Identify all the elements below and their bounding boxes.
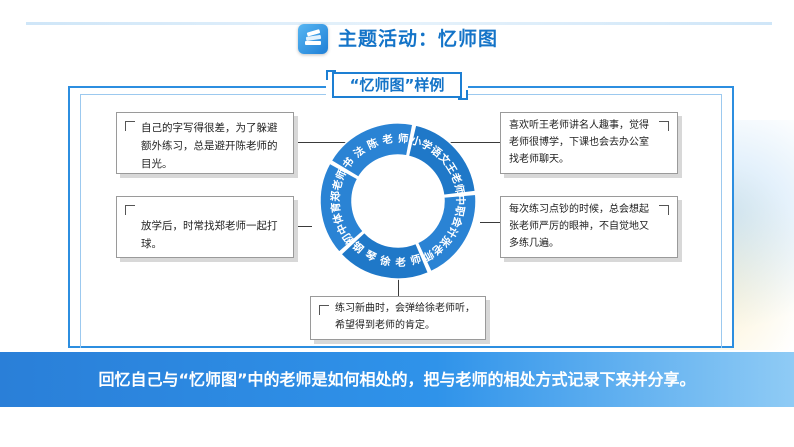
bottom-banner	[0, 352, 794, 407]
book-stack-icon	[298, 24, 328, 54]
svg-text:中: 中	[454, 195, 467, 206]
svg-text:师: 师	[452, 183, 467, 196]
note-accounting-teacher: 每次练习点钞的时候，总会想起张老师严厉的眼神，不自觉地又多练几遍。	[500, 196, 678, 258]
svg-text:琴: 琴	[362, 248, 378, 264]
svg-text:会: 会	[449, 215, 465, 230]
ring-segment	[319, 162, 365, 254]
sample-tab: “忆师图”样例	[326, 70, 468, 100]
sample-label: “忆师图”样例	[349, 76, 445, 94]
note-piano-teacher: 练习新曲时，会弹给徐老师听，希望得到老师的肯定。	[310, 296, 486, 340]
svg-text:育: 育	[329, 201, 343, 213]
svg-text:老: 老	[448, 170, 464, 186]
note-chinese-teacher: 喜欢听王老师讲名人趣事，觉得老师很博学，下课也会去办公室找老师聊天。	[500, 112, 678, 174]
svg-text:老: 老	[394, 256, 407, 269]
bottom-banner-text: 回忆自己与“忆师图”中的老师是如何相处的，把与老师的相处方式记录下来并分享。	[98, 370, 696, 389]
svg-text:中: 中	[334, 221, 350, 236]
ring-segment-label: 钢琴徐老师	[350, 239, 423, 269]
svg-text:师: 师	[397, 132, 409, 146]
connector-line	[450, 142, 500, 143]
connector-line	[294, 226, 312, 227]
connector-line	[398, 276, 399, 296]
svg-text:徐: 徐	[378, 253, 392, 268]
svg-text:小: 小	[408, 133, 423, 149]
ring-segment	[339, 231, 430, 280]
svg-text:职: 职	[452, 205, 466, 218]
connector-line	[480, 222, 500, 223]
top-divider	[26, 22, 772, 25]
ring-segment	[416, 193, 477, 273]
connector-line	[294, 142, 346, 143]
ring-segment	[407, 124, 477, 197]
ring-segment	[330, 122, 414, 179]
svg-text:老: 老	[380, 132, 394, 147]
svg-text:老: 老	[330, 178, 346, 193]
svg-text:师: 师	[409, 252, 423, 268]
svg-text:郑: 郑	[329, 190, 343, 202]
ring-center	[354, 157, 442, 245]
teacher-ring-diagram: 书法陈老师小学语文王老师中职会计张老师钢琴徐老师初中体育郑老师	[319, 122, 477, 280]
page-title: 主题活动：忆师图	[338, 28, 499, 50]
note-pe-teacher: 放学后，时常找郑老师一起打球。	[116, 196, 294, 258]
note-calligraphy-teacher: 自己的字写得很差，为了躲避额外练习，总是避开陈老师的目光。	[116, 112, 294, 174]
svg-text:体: 体	[330, 211, 346, 225]
